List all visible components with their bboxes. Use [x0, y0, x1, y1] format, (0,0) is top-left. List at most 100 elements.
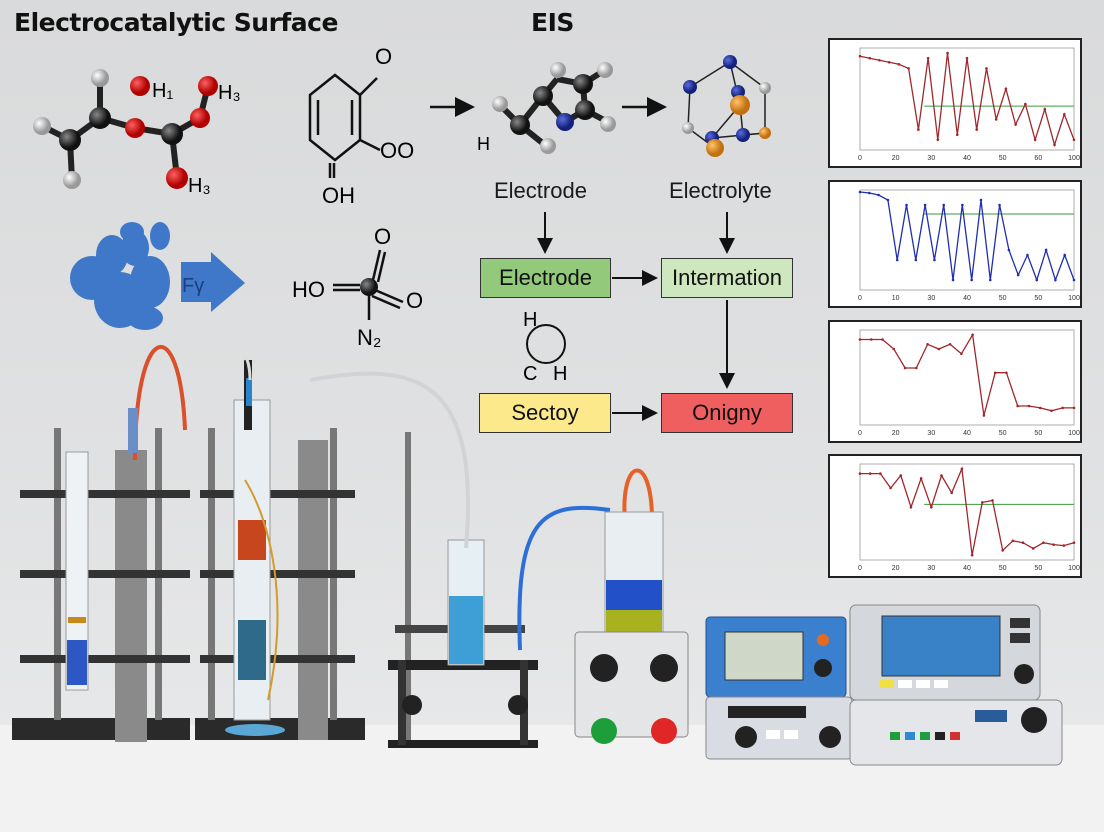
data-point — [960, 467, 964, 471]
data-point — [1062, 544, 1066, 547]
small-ring — [526, 324, 566, 364]
data-point — [1052, 543, 1055, 546]
x-tick-label: 30 — [927, 295, 935, 302]
x-tick-label: 0 — [858, 295, 862, 302]
impedance-analyzer — [849, 604, 1063, 766]
x-tick-label: 100 — [1068, 565, 1080, 572]
data-point — [868, 472, 872, 475]
data-point — [909, 505, 913, 509]
data-point — [930, 505, 933, 509]
data-point — [955, 133, 959, 136]
data-point — [979, 198, 983, 202]
data-point — [970, 278, 973, 282]
ring-label-h-bottom: H — [553, 363, 567, 385]
ring-stand-1 — [12, 345, 190, 742]
data-point — [951, 278, 955, 282]
data-point — [960, 352, 963, 356]
data-point — [1062, 113, 1066, 116]
x-tick-label: 50 — [1034, 565, 1042, 572]
x-tick-label: 0 — [858, 155, 862, 162]
label-oo: OO — [380, 138, 414, 163]
data-point — [907, 67, 910, 70]
data-point — [993, 371, 997, 375]
plot-frame — [859, 47, 1075, 151]
flow-arrows — [537, 212, 735, 421]
label-h1: H₁ — [152, 80, 173, 102]
data-point — [1054, 278, 1057, 282]
arrow-label: Fγ — [182, 275, 204, 297]
data-point — [982, 414, 986, 417]
data-point — [950, 491, 954, 495]
series-line — [859, 191, 1075, 283]
label-o: O — [375, 44, 392, 69]
data-point — [868, 191, 871, 195]
data-point — [942, 203, 946, 207]
data-point — [926, 56, 930, 60]
beaker-stand — [309, 371, 538, 748]
data-point — [892, 347, 896, 351]
data-point — [940, 474, 943, 477]
data-point — [1035, 278, 1039, 282]
flow-label-electrolyte: Electrolyte — [669, 178, 772, 203]
data-point — [998, 203, 1001, 207]
label-h-ring: H — [477, 134, 490, 154]
label-oh: OH — [322, 183, 355, 208]
data-point — [1016, 273, 1020, 277]
data-point — [1004, 87, 1008, 91]
data-point — [933, 258, 936, 262]
ring-stand-2 — [195, 353, 365, 740]
data-point — [923, 203, 927, 207]
data-point — [1038, 406, 1042, 410]
series-line — [860, 466, 1075, 556]
data-point — [975, 128, 979, 131]
data-point — [926, 342, 929, 346]
data-point — [905, 203, 908, 207]
data-point — [879, 472, 882, 475]
data-point — [903, 366, 907, 370]
data-point — [1024, 102, 1027, 106]
label-h3-b: H₃ — [188, 175, 211, 197]
x-tick-label: 50 — [1034, 295, 1042, 302]
data-point — [1072, 138, 1076, 142]
atomic-cluster — [682, 55, 771, 157]
data-point — [915, 366, 918, 370]
data-point — [1042, 541, 1045, 545]
x-tick-label: 20 — [892, 565, 900, 572]
plot-frame — [859, 189, 1075, 291]
acid-label-n2: N₂ — [357, 325, 381, 350]
data-point — [965, 56, 969, 60]
data-point — [1063, 253, 1066, 257]
data-point — [1061, 406, 1065, 410]
data-point — [858, 338, 862, 341]
data-point — [961, 203, 964, 207]
flow-label-electrode: Electrode — [494, 178, 587, 203]
data-point — [936, 138, 940, 142]
plot-frame — [859, 463, 1075, 561]
data-point — [1027, 404, 1031, 408]
data-point — [1014, 123, 1017, 126]
flow-box-onigny: Onigny — [661, 393, 793, 433]
flow-box-intermation: Intermation — [661, 258, 793, 298]
data-point — [914, 258, 918, 262]
data-point — [1072, 541, 1076, 545]
data-point — [988, 278, 992, 282]
data-point — [897, 63, 901, 66]
x-tick-label: 40 — [963, 565, 971, 572]
data-point — [899, 474, 903, 477]
ring-molecule — [492, 62, 616, 154]
data-point — [919, 477, 923, 480]
data-point — [937, 347, 941, 351]
x-tick-label: 50 — [999, 155, 1007, 162]
data-point — [1043, 107, 1047, 111]
data-point — [971, 333, 974, 337]
x-tick-label: 30 — [927, 155, 935, 162]
data-point — [869, 338, 873, 341]
data-point — [1033, 138, 1037, 142]
x-tick-label: 30 — [927, 430, 935, 437]
data-point — [980, 501, 984, 504]
x-tick-label: 40 — [963, 155, 971, 162]
data-point — [994, 118, 998, 121]
x-tick-label: 50 — [999, 295, 1007, 302]
